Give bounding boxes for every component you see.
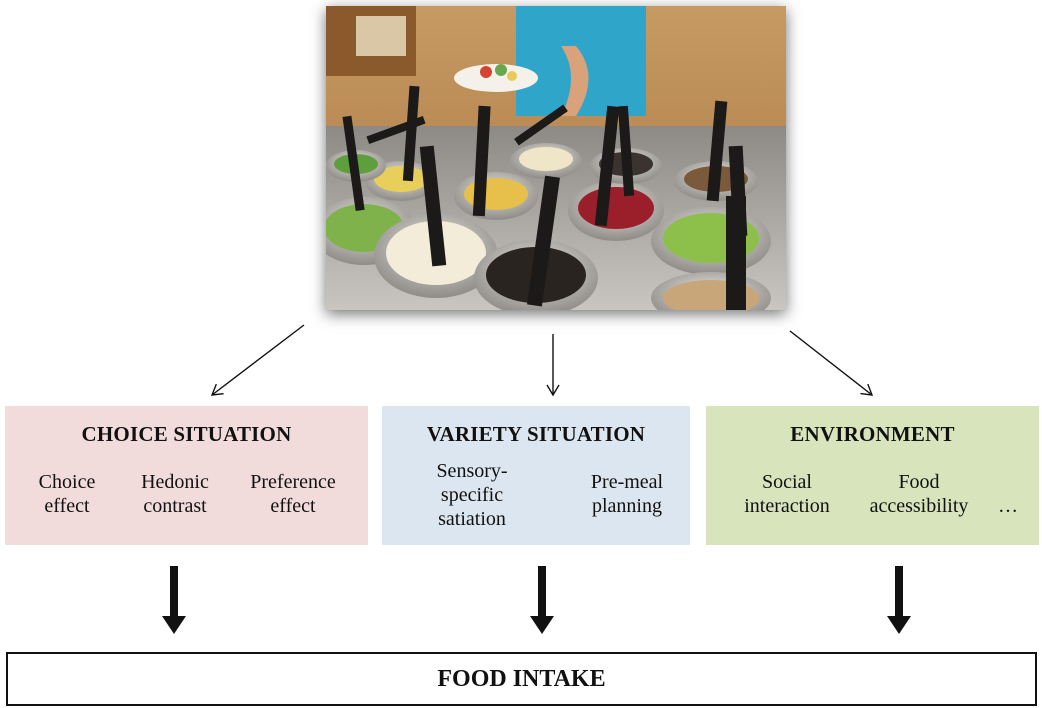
arrow-to-environment xyxy=(789,330,874,396)
social-interaction-label: Social interaction xyxy=(744,471,830,517)
choice-situation-title: CHOICE SITUATION xyxy=(81,422,292,446)
variety-situation-box: VARIETY SITUATION Sensory-specific satia… xyxy=(382,406,690,545)
choice-effect-label: Choice effect xyxy=(38,471,96,517)
down-arrow-environment xyxy=(887,566,911,634)
hedonic-contrast-label: Hedonic contrast xyxy=(141,471,209,517)
arrow-to-choice xyxy=(210,324,305,396)
pre-meal-planning-label: Pre-meal planning xyxy=(590,471,664,517)
down-arrow-variety xyxy=(530,566,554,634)
food-accessibility-label: Food accessibility xyxy=(869,471,969,517)
sensory-specific-satiation-label: Sensory-specific satiation xyxy=(436,460,508,530)
environment-box: ENVIRONMENT Social interaction Food acce… xyxy=(706,406,1039,545)
environment-title: ENVIRONMENT xyxy=(790,422,955,446)
food-intake-label: FOOD INTAKE xyxy=(437,666,606,692)
ellipsis-label: … xyxy=(998,495,1018,517)
choice-situation-box: CHOICE SITUATION Choice effect Hedonic c… xyxy=(5,406,368,545)
food-intake-box: FOOD INTAKE xyxy=(6,652,1037,706)
down-arrow-choice xyxy=(162,566,186,634)
preference-effect-label: Preference effect xyxy=(250,471,336,517)
variety-situation-title: VARIETY SITUATION xyxy=(426,422,646,446)
salad-bar-photo xyxy=(326,6,786,310)
